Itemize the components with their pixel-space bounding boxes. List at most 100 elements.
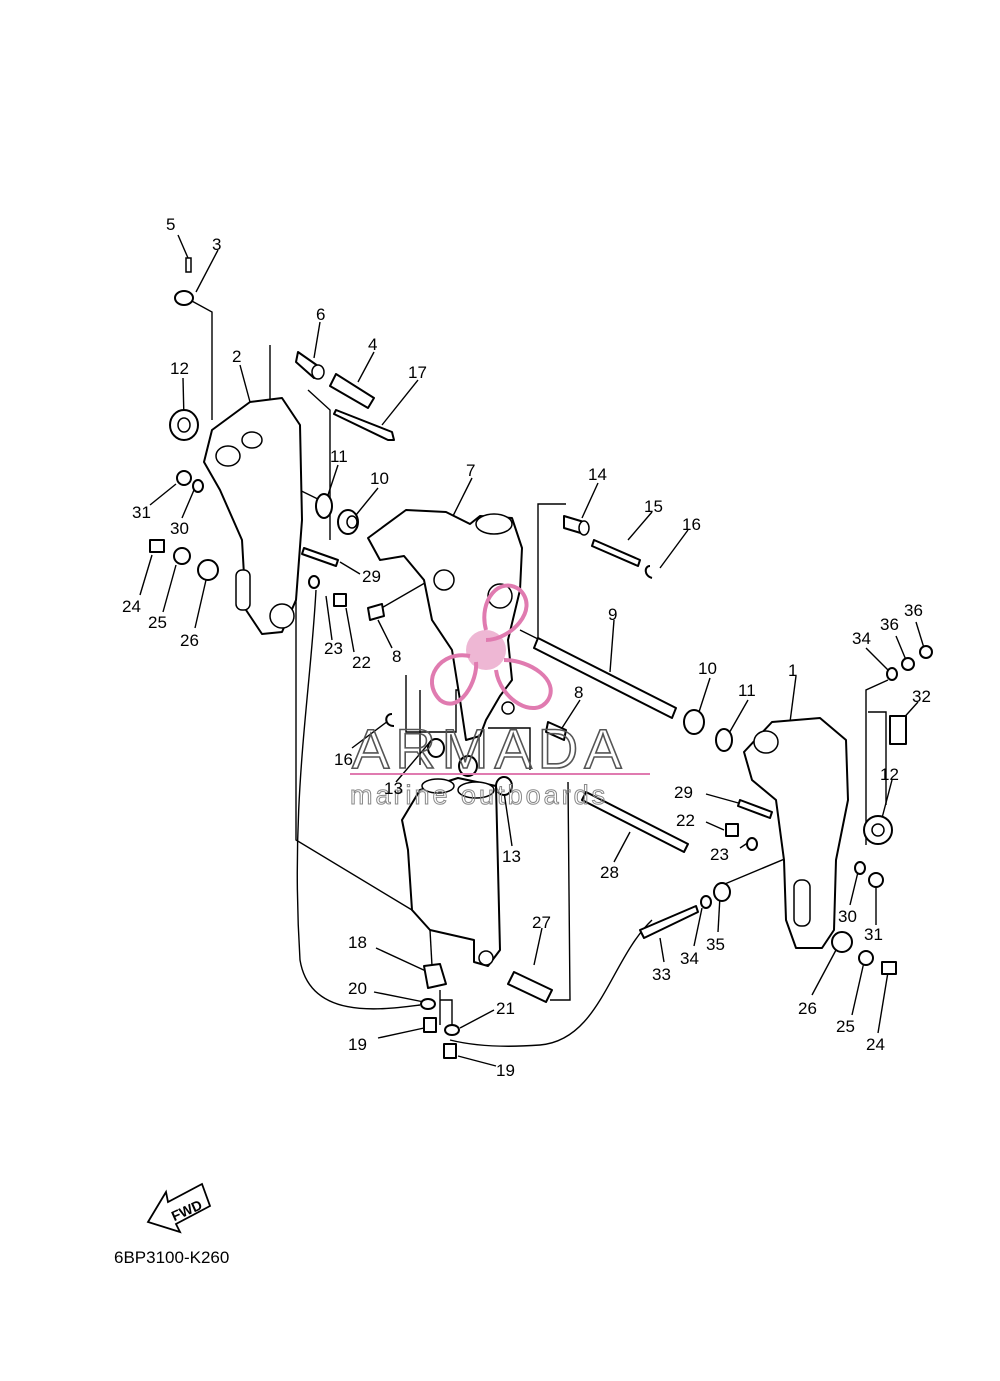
callout-30: 30 <box>170 519 189 538</box>
callout-10: 10 <box>370 469 389 488</box>
callout-16: 16 <box>682 515 701 534</box>
callout-25: 25 <box>836 1017 855 1036</box>
callout-17: 17 <box>408 363 427 382</box>
callout-23: 23 <box>324 639 343 658</box>
callout-18: 18 <box>348 933 367 952</box>
bushing-13-a <box>427 738 445 758</box>
callout-27: 27 <box>532 913 551 932</box>
callout-14: 14 <box>588 465 607 484</box>
washer-23-left <box>308 575 320 589</box>
bolt-22-right <box>725 823 739 837</box>
callout-13: 13 <box>502 847 521 866</box>
nut-31-left <box>176 470 192 486</box>
washer-34-bottom <box>700 895 712 909</box>
bolt-33 <box>639 905 699 939</box>
callout-36: 36 <box>904 601 923 620</box>
callout-7: 7 <box>466 461 475 480</box>
washer-23-right <box>746 837 758 851</box>
nut-36-a <box>901 657 915 671</box>
washer-11-right <box>715 728 733 752</box>
watermark: ARMADA marine outboards <box>350 583 650 811</box>
bolt-8-right <box>545 721 567 741</box>
callout-2: 2 <box>232 347 241 366</box>
callout-13: 13 <box>384 779 403 798</box>
bushing-3 <box>174 290 194 306</box>
callout-labels: 2345678891010111112121313141516161718191… <box>122 215 931 1080</box>
callout-32: 32 <box>912 687 931 706</box>
washer-34-top <box>886 667 898 681</box>
shaft-4 <box>329 373 375 409</box>
nut-31-right <box>868 872 884 888</box>
callout-24: 24 <box>866 1035 885 1054</box>
bolt-29-right <box>737 799 773 819</box>
parts <box>149 257 933 1059</box>
callout-26: 26 <box>798 999 817 1018</box>
fwd-arrow: FWD <box>146 1182 212 1234</box>
rod-28 <box>581 791 689 853</box>
callout-3: 3 <box>212 235 221 254</box>
callout-12: 12 <box>880 765 899 784</box>
callout-28: 28 <box>600 863 619 882</box>
callout-22: 22 <box>352 653 371 672</box>
bushing-13-b <box>458 755 478 777</box>
washer-21 <box>444 1024 460 1036</box>
callout-21: 21 <box>496 999 515 1018</box>
fwd-arrow-icon <box>146 1182 212 1234</box>
bolt-24-left <box>149 539 165 553</box>
washer-25-right <box>858 950 874 966</box>
callout-10: 10 <box>698 659 717 678</box>
sleeve-27 <box>507 971 553 1003</box>
watermark-tagline: marine outboards <box>350 780 608 810</box>
clip-16-left <box>385 713 395 727</box>
washer-30-left <box>192 479 204 493</box>
callout-34: 34 <box>680 949 699 968</box>
callout-19: 19 <box>496 1061 515 1080</box>
callout-30: 30 <box>838 907 857 926</box>
clamp-bracket-right <box>743 717 849 949</box>
nut-36-b <box>919 645 933 659</box>
callout-34: 34 <box>852 629 871 648</box>
callout-33: 33 <box>652 965 671 984</box>
callout-8: 8 <box>392 647 401 666</box>
clip-16-right <box>644 565 653 579</box>
callout-numbers: 1 <box>788 661 797 680</box>
callout-24: 24 <box>122 597 141 616</box>
callout-29: 29 <box>674 783 693 802</box>
bolt-8-left <box>367 603 385 621</box>
bushing-10-right <box>683 709 705 735</box>
washer-20 <box>420 998 436 1010</box>
clevis-18 <box>423 963 447 989</box>
rod-17 <box>333 409 395 441</box>
tilt-shaft-9 <box>533 637 677 719</box>
callout-29: 29 <box>362 567 381 586</box>
washer-25-left <box>173 547 191 565</box>
callout-1: 1 <box>788 661 797 680</box>
washer-11-left <box>315 493 333 519</box>
bushing-13-c <box>495 776 513 796</box>
callout-16: 16 <box>334 750 353 769</box>
callout-5: 5 <box>166 215 175 234</box>
callout-35: 35 <box>706 935 725 954</box>
callout-6: 6 <box>316 305 325 324</box>
bolt-24-right <box>881 961 897 975</box>
callout-36: 36 <box>880 615 899 634</box>
pin-15 <box>591 539 641 567</box>
callout-12: 12 <box>170 359 189 378</box>
washer-35 <box>713 882 731 902</box>
diagram-code: 6BP3100-K260 <box>114 1248 229 1267</box>
callout-26: 26 <box>180 631 199 650</box>
callout-8: 8 <box>574 683 583 702</box>
pin-5 <box>185 257 192 273</box>
plate-32 <box>889 715 907 745</box>
callout-19: 19 <box>348 1035 367 1054</box>
bolt-19-a <box>423 1017 437 1033</box>
callout-15: 15 <box>644 497 663 516</box>
callout-31: 31 <box>132 503 151 522</box>
swivel-bracket <box>367 509 523 741</box>
callout-9: 9 <box>608 605 617 624</box>
bolt-29-left <box>301 547 339 567</box>
bushing-26-right <box>831 931 853 953</box>
callout-22: 22 <box>676 811 695 830</box>
watermark-logo <box>429 583 553 711</box>
